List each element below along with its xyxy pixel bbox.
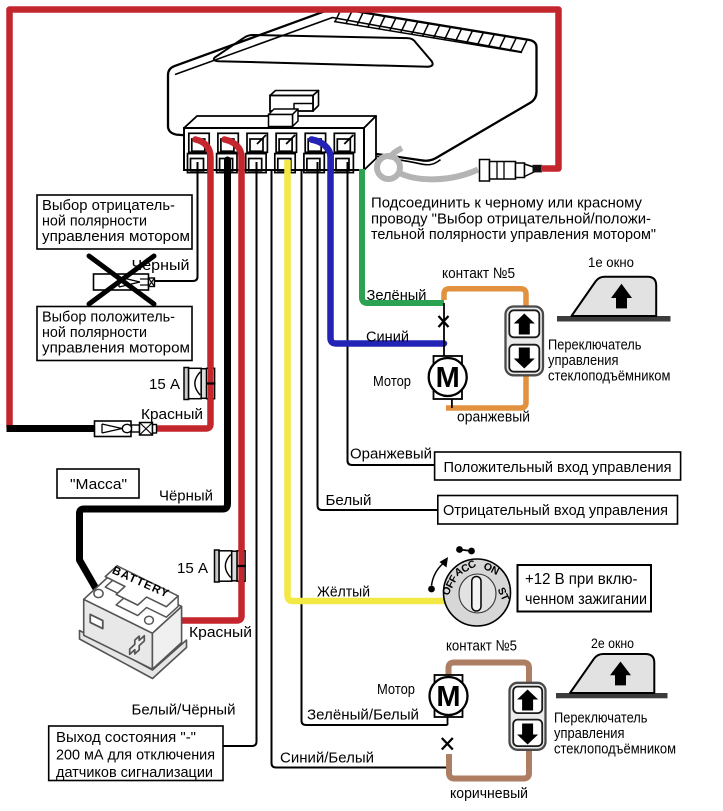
svg-text:М: М xyxy=(436,681,460,713)
svg-text:датчиков сигнализации: датчиков сигнализации xyxy=(56,764,213,781)
svg-text:М: М xyxy=(436,362,460,394)
svg-text:управления мотором: управления мотором xyxy=(42,340,190,357)
svg-text:коричневый: коричневый xyxy=(450,785,528,802)
svg-text:Синий/Белый: Синий/Белый xyxy=(280,750,374,767)
svg-text:стеклоподъёмником: стеклоподъёмником xyxy=(548,368,671,385)
svg-text:управления: управления xyxy=(554,725,625,742)
svg-text:200 мА для отключения: 200 мА для отключения xyxy=(56,747,215,764)
svg-text:Положительный вход управления: Положительный вход управления xyxy=(444,459,672,476)
svg-text:управления мотором: управления мотором xyxy=(42,228,190,245)
svg-text:Выбор положитель-: Выбор положитель- xyxy=(42,309,175,326)
svg-text:Выбор отрицатель-: Выбор отрицатель- xyxy=(42,197,175,214)
svg-text:Чёрный: Чёрный xyxy=(159,488,213,505)
svg-text:Выход состояния "-": Выход состояния "-" xyxy=(56,729,196,746)
svg-text:контакт №5: контакт №5 xyxy=(442,265,515,282)
svg-text:ной полярности: ной полярности xyxy=(42,213,147,230)
svg-text:Синий: Синий xyxy=(366,329,409,346)
svg-text:тельной полярности управления: тельной полярности управления мотором" xyxy=(371,226,656,243)
svg-text:проводу "Выбор отрицательной/п: проводу "Выбор отрицательной/положи- xyxy=(371,210,651,227)
svg-text:"Масса": "Масса" xyxy=(70,476,127,493)
svg-text:ST: ST xyxy=(495,586,512,604)
svg-text:контакт №5: контакт №5 xyxy=(446,638,517,655)
svg-text:ченном зажигании: ченном зажигании xyxy=(525,591,647,608)
svg-text:Красный: Красный xyxy=(141,406,203,423)
svg-text:Белый/Чёрный: Белый/Чёрный xyxy=(132,702,236,719)
svg-text:+12 В при вклю-: +12 В при вклю- xyxy=(525,571,638,588)
svg-text:Белый: Белый xyxy=(326,492,372,509)
svg-text:ной полярности: ной полярности xyxy=(42,324,147,341)
svg-text:Переключатель: Переключатель xyxy=(554,710,648,727)
svg-text:2е окно: 2е окно xyxy=(591,635,634,651)
svg-text:15 А: 15 А xyxy=(177,560,208,577)
svg-text:1е окно: 1е окно xyxy=(588,254,634,270)
svg-text:Красный: Красный xyxy=(189,624,252,641)
svg-text:Мотор: Мотор xyxy=(377,681,415,698)
svg-text:Отрицательный вход управления: Отрицательный вход управления xyxy=(443,502,668,519)
svg-text:оранжевый: оранжевый xyxy=(457,409,530,426)
svg-text:Мотор: Мотор xyxy=(373,373,411,390)
svg-text:Чёрный: Чёрный xyxy=(132,257,190,274)
svg-text:Оранжевый: Оранжевый xyxy=(350,446,432,463)
svg-text:Жёлтый: Жёлтый xyxy=(317,584,370,601)
svg-text:Переключатель: Переключатель xyxy=(548,337,642,354)
svg-text:Подсоединить к черному или кра: Подсоединить к черному или красному xyxy=(371,195,642,212)
svg-text:15 А: 15 А xyxy=(149,376,180,393)
svg-text:Зелёный/Белый: Зелёный/Белый xyxy=(307,707,419,724)
svg-text:Зелёный: Зелёный xyxy=(367,287,427,304)
svg-text:управления: управления xyxy=(548,352,619,369)
svg-text:стеклоподъёмником: стеклоподъёмником xyxy=(554,741,676,758)
